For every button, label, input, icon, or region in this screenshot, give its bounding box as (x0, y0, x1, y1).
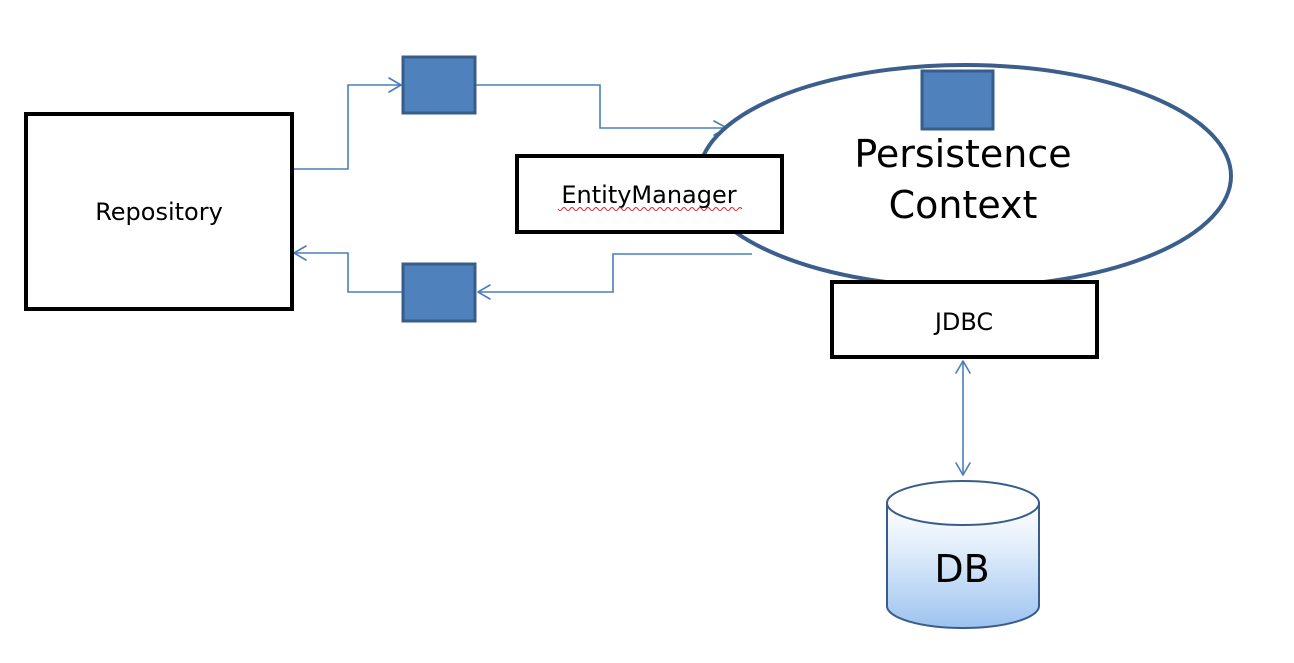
database-label: DB (934, 547, 989, 591)
jdbc-box (830, 280, 1099, 359)
spellcheck-underline (557, 207, 743, 211)
database-top (886, 480, 1040, 526)
persistence-context-label-line2: Context (889, 183, 1038, 227)
connector-jdbc-db (955, 360, 971, 476)
connector-entity-to-repository (293, 245, 402, 293)
entity-manager-box (515, 154, 784, 234)
repository-box (24, 112, 294, 311)
connector-repository-to-entity (293, 77, 402, 170)
repository-node: Repository (24, 112, 294, 311)
persistence-context-label-line1: Persistence (854, 132, 1071, 176)
entity-manager-label: EntityManager (561, 181, 736, 209)
managed-entity-square (920, 69, 995, 131)
jdbc-node: JDBC (830, 280, 1099, 359)
database-body (886, 502, 1040, 629)
repository-label: Repository (95, 198, 223, 226)
jdbc-label: JDBC (933, 308, 993, 336)
entity-manager-node: EntityManager (515, 154, 784, 234)
connector-entity-to-persistence-context (476, 84, 728, 136)
entity-square-returning (401, 262, 477, 323)
connector-persistence-context-to-entity (477, 253, 752, 300)
entity-square-outgoing (401, 55, 477, 115)
database-cylinder: DB (886, 480, 1040, 629)
